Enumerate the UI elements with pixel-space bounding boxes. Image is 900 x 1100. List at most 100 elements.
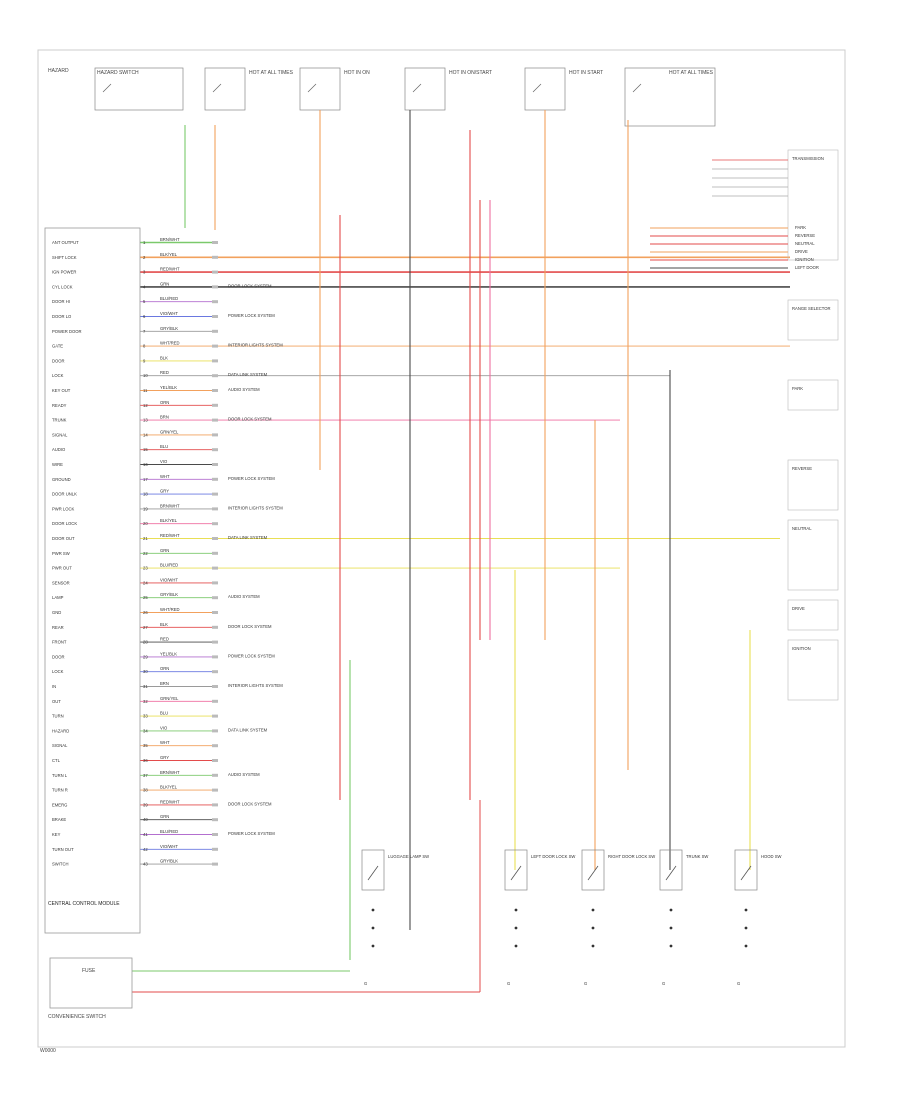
pin-number: 32 [143,699,148,704]
top-component-label: HOT IN ON/START [449,70,492,76]
wire-color-label: WHT [160,474,170,479]
ground-point [669,908,673,912]
module-pin-label: PWR SW [52,551,70,556]
module-pin-label: DOOR [52,654,65,659]
switch-contact [510,865,522,881]
pin-number: 12 [143,403,148,408]
connector [212,655,218,659]
connector [212,418,218,422]
module-pin-label: TURN R [52,788,68,793]
module-pin-label: DOOR OUT [52,536,75,541]
pin-number: 26 [143,610,148,615]
ground-point [669,944,673,948]
system-note: INTERIOR LIGHTS SYSTEM [228,505,283,510]
horizontal-wires [140,241,790,866]
ground-point [744,926,748,930]
convenience-switch-label: CONVENIENCE SWITCH [48,1014,106,1020]
module-pin-label: SWITCH [52,862,69,867]
wire-color-label: GRN [160,548,169,553]
system-note: POWER LOCK SYSTEM [228,476,275,481]
pin-number: 35 [143,743,148,748]
connector [212,329,218,333]
switch-contact [665,865,677,881]
wire-color-label: BLU [160,711,168,716]
pin-number: 11 [143,388,148,393]
system-note: POWER LOCK SYSTEM [228,313,275,318]
pin-number: 33 [143,714,148,719]
system-note: DATA LINK SYSTEM [228,372,268,377]
wire-color-label: BLK [160,622,168,627]
top-component-box [94,67,184,111]
module-pin-label: TURN [52,714,64,719]
pin-number: 22 [143,551,148,556]
module-title: CENTRAL CONTROL MODULE [48,901,120,907]
switch-contact [412,83,422,93]
ground-point [744,908,748,912]
right-component-box [787,639,839,701]
wire-color-label: RED/WHT [160,799,180,804]
connector [212,759,218,762]
pin-number: 7 [143,329,146,334]
wire-color-label: GRY/BLK [160,859,178,864]
module-pin-label: PWR OUT [52,566,72,571]
ground-label: G [662,981,665,986]
pin-number: 6 [143,314,146,319]
system-note: INTERIOR LIGHTS SYSTEM [228,343,283,348]
connector [212,773,218,777]
pin-number: 29 [143,654,148,659]
module-pin-label: EMERG [52,802,67,807]
vertical-wires [132,110,751,993]
wire-color-label: BLK [160,355,168,360]
module-pin-label: LOCK [52,669,64,674]
connector [212,862,218,866]
wire-color-label: RED [160,370,169,375]
wire-color-label: BLK/YEL [160,785,178,790]
wire-color-label: WHT/RED [160,341,180,346]
right-component-box [787,299,839,341]
switch-contact [740,865,752,881]
connector [212,270,218,274]
module-pin-label: CTL [52,758,61,763]
wire-color-labels: BRN/WHTBLK/YELRED/WHTGRNBLU/REDVIO/WHTGR… [160,237,180,864]
module-pin-label: SIGNAL [52,432,68,437]
right-wire-label: IGNITION [795,257,814,262]
pin-number: 31 [143,684,148,689]
pin-number: 15 [143,447,148,452]
ground-label: G [364,981,367,986]
connector [212,522,218,526]
pin-number: 23 [143,566,148,571]
system-note: AUDIO SYSTEM [228,594,260,599]
wire-color-label: BLU [160,444,168,449]
module-pin-label: WIRE [52,462,63,467]
top-component-label: HOT AT ALL TIMES [669,70,714,76]
system-note: INTERIOR LIGHTS SYSTEM [228,683,283,688]
switch-contact [587,865,599,881]
wire-color-label: GRN [160,281,169,286]
pin-number: 36 [143,758,148,763]
system-note: DOOR LOCK SYSTEM [228,417,272,422]
connector [212,670,218,674]
ground-point [514,944,518,948]
connector [212,285,218,289]
switch-label: TRUNK SW [686,854,708,859]
pin-number: 34 [143,728,148,733]
wire-color-label: VIO/WHT [160,311,178,316]
wire-color-label: BRN/WHT [160,503,180,508]
wire-color-label: BRN [160,415,169,420]
wire-color-label: GRN [160,814,169,819]
ground-point [371,908,375,912]
convenience-switch-box [49,957,133,1009]
right-wire-label: PARK [795,225,806,230]
switch-contact [532,83,542,93]
top-component-label: HOT IN ON [344,70,370,76]
connector [212,477,218,481]
fuse-label: FUSE [82,968,96,974]
module-pin-label: TURN OUT [52,847,74,852]
right-component-label: DRIVE [792,606,805,611]
wire-color-label: GRY/BLK [160,326,178,331]
connector [212,566,218,570]
wire-color-label: YEL/BLK [160,385,177,390]
system-note: AUDIO SYSTEM [228,772,260,777]
